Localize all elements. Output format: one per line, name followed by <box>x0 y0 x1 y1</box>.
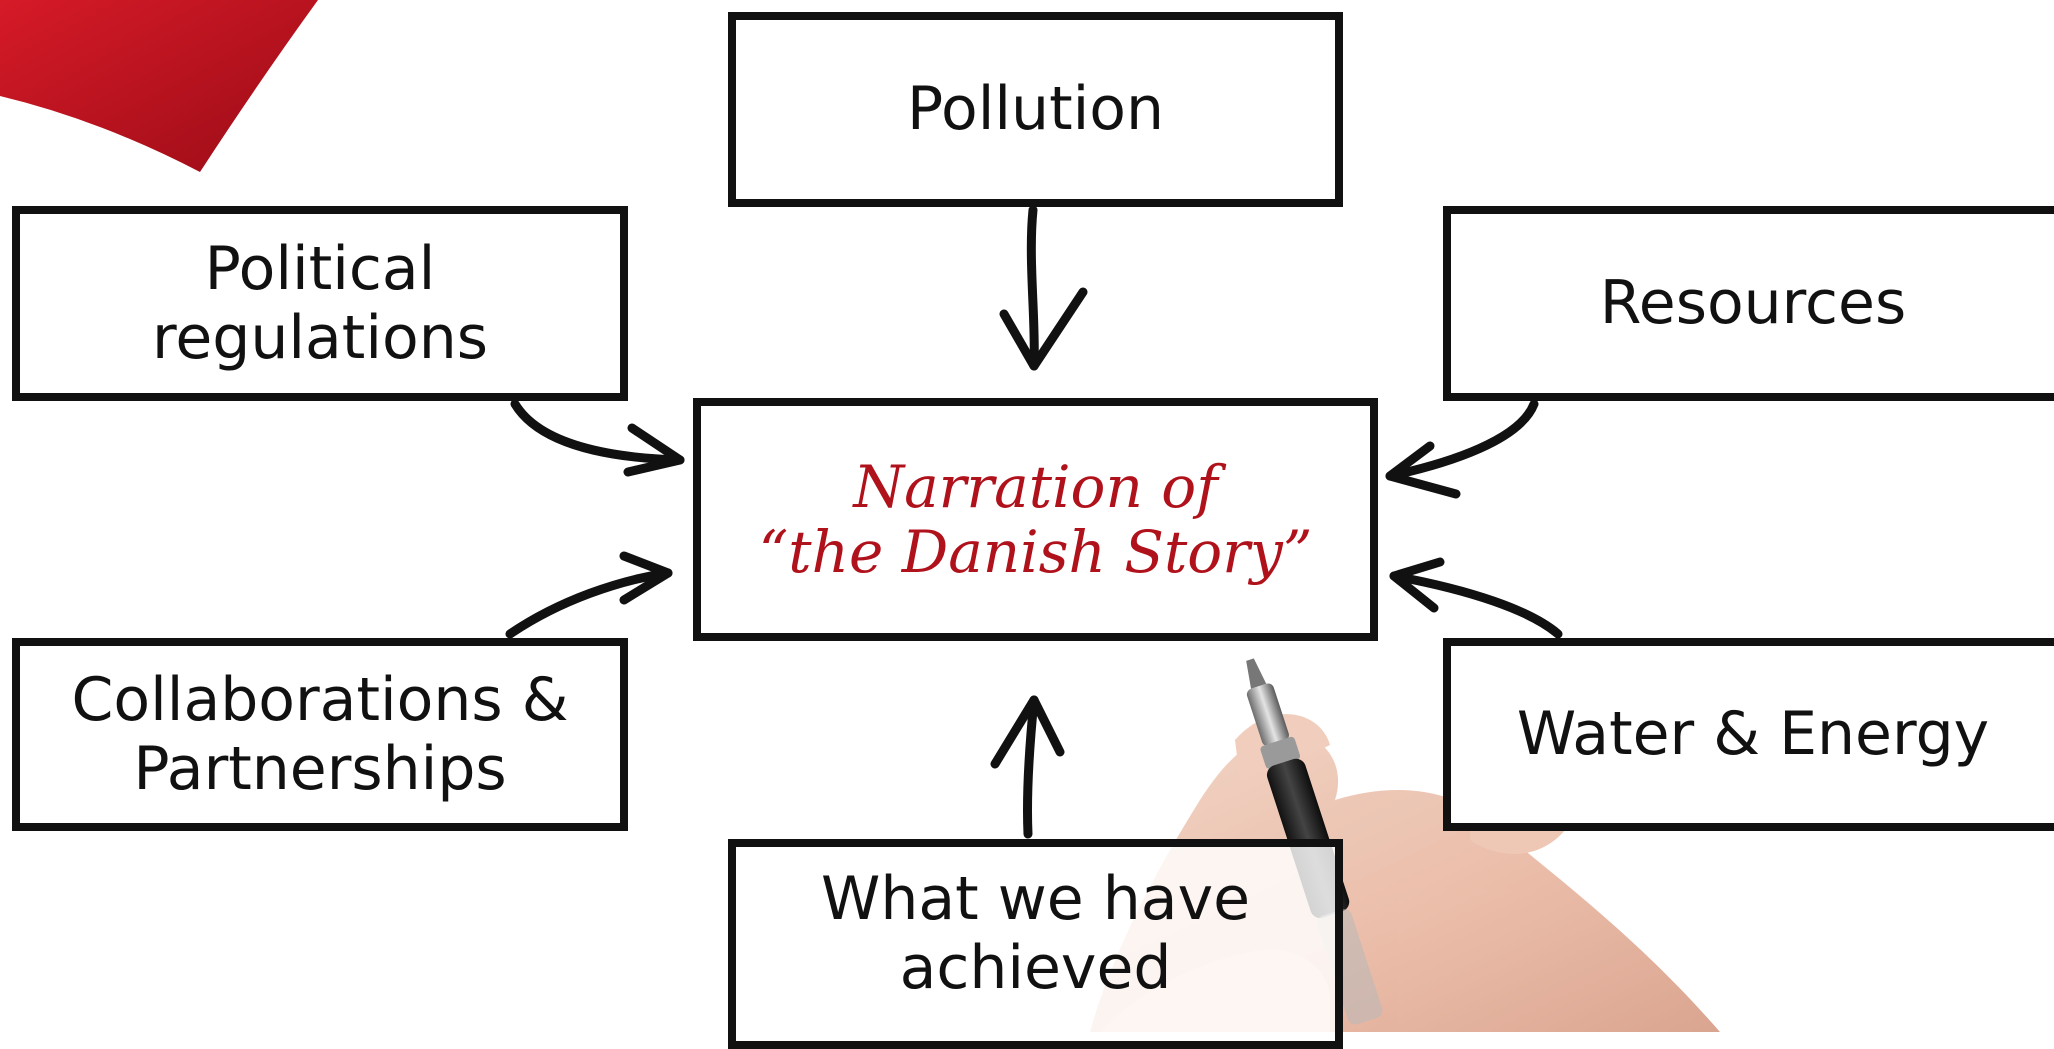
arrow-from-resources <box>1385 399 1539 499</box>
node-political-line2: regulations <box>151 302 488 373</box>
node-achieved-line1: What we have <box>821 864 1250 934</box>
center-line2: “the Danish Story” <box>758 517 1313 586</box>
node-collab-line1: Collaborations & <box>71 664 569 735</box>
node-pollution-label: Pollution <box>906 74 1165 144</box>
center-node: Narration of “the Danish Story” <box>693 398 1378 641</box>
node-water-label: Water & Energy <box>1516 699 1990 769</box>
node-resources-label: Resources <box>1599 268 1907 338</box>
node-political-line1: Political <box>204 233 436 304</box>
arrow-from-achieved <box>990 695 1065 839</box>
arrow-from-pollution <box>999 205 1088 371</box>
node-what-we-have-achieved: What we have achieved <box>728 839 1343 1049</box>
center-line1: Narration of <box>853 452 1218 521</box>
arrow-from-political <box>510 399 685 477</box>
node-resources: Resources <box>1443 206 2054 401</box>
node-collaborations: Collaborations & Partnerships <box>12 638 628 831</box>
arrow-from-water <box>1389 557 1563 639</box>
node-achieved-line2: achieved <box>899 933 1172 1003</box>
red-corner-shape <box>0 0 318 172</box>
node-political-regulations: Political regulations <box>12 206 628 401</box>
arrow-from-collab <box>505 551 673 639</box>
node-pollution: Pollution <box>728 12 1343 207</box>
node-collab-line2: Partnerships <box>133 733 507 804</box>
node-water-energy: Water & Energy <box>1443 638 2054 831</box>
